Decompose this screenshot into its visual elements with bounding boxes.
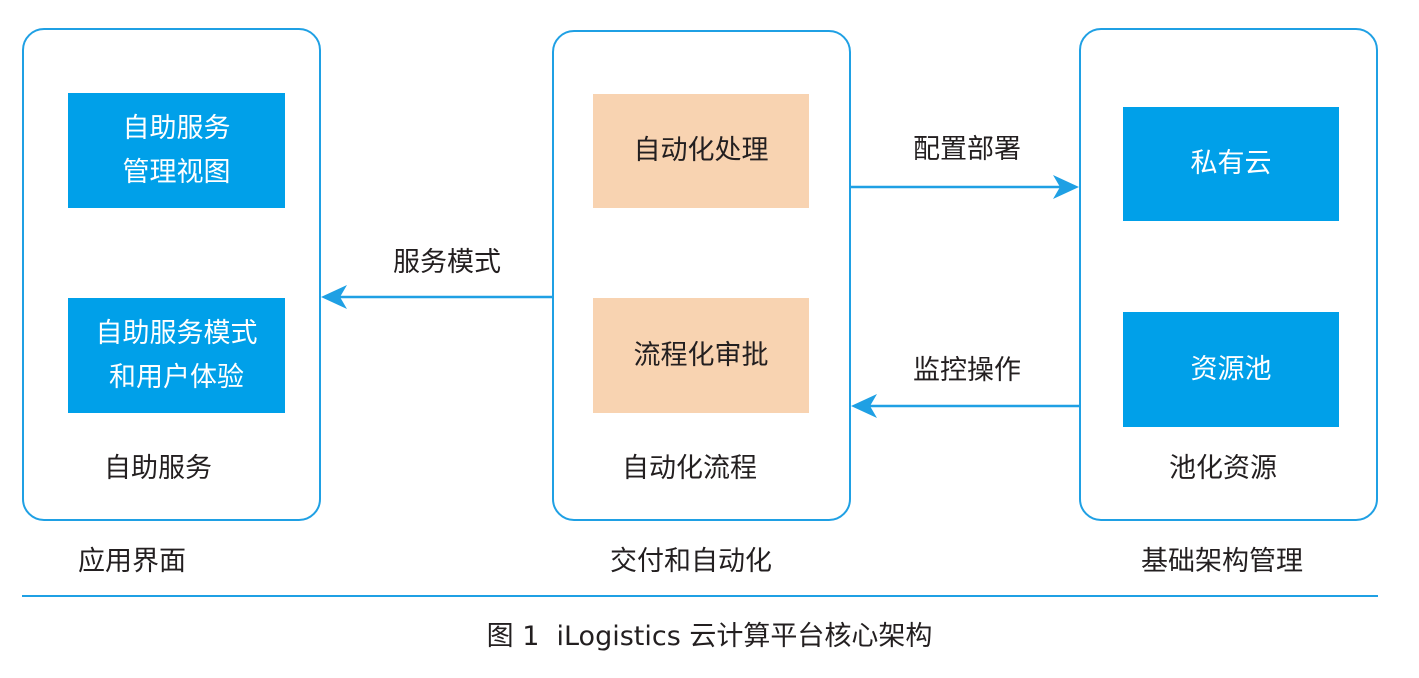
box-line: 私有云 [1190,148,1272,179]
private-cloud-box: 私有云 [1123,107,1339,221]
box-line: 自动化处理 [633,135,769,166]
caption-divider [22,595,1378,597]
box-line: 流程化审批 [633,339,769,371]
box-line: 自助服务 [122,112,231,144]
box-line: 管理视图 [122,156,231,188]
edge-monitor-ops [851,394,1079,418]
edge-label-monitor-ops: 监控操作 [913,355,1021,386]
edge-label-service-mode: 服务模式 [393,247,501,278]
edge-service-mode [321,285,552,309]
arrowhead-right-icon [1053,175,1079,199]
arrowhead-left-icon [321,285,347,309]
arrowhead-left-icon [851,394,877,418]
self-service-view-box: 自助服务 管理视图 [68,93,285,208]
edge-config-deploy [851,175,1079,199]
automated-processing-box: 自动化处理 [593,94,809,208]
panel-title-pooled-resources: 池化资源 [1169,453,1277,484]
panel-title-self-service: 自助服务 [104,453,212,484]
column-footer-delivery: 交付和自动化 [610,546,772,577]
box-line: 和用户体验 [109,361,244,393]
figure-number: 图 1 [486,621,540,652]
column-footer-infrastructure: 基础架构管理 [1141,546,1303,577]
resource-pool-box: 资源池 [1123,312,1339,427]
figure-title: iLogistics 云计算平台核心架构 [556,621,933,652]
process-approval-box: 流程化审批 [593,298,809,413]
panel-title-automation: 自动化流程 [622,453,757,484]
column-footer-app-interface: 应用界面 [78,546,186,577]
box-line: 资源池 [1190,353,1272,385]
edge-label-config-deploy: 配置部署 [913,134,1021,165]
self-service-mode-box: 自助服务模式 和用户体验 [68,298,285,413]
box-line: 自助服务模式 [95,317,258,349]
figure-caption: 图 1 iLogistics 云计算平台核心架构 [0,620,1419,654]
